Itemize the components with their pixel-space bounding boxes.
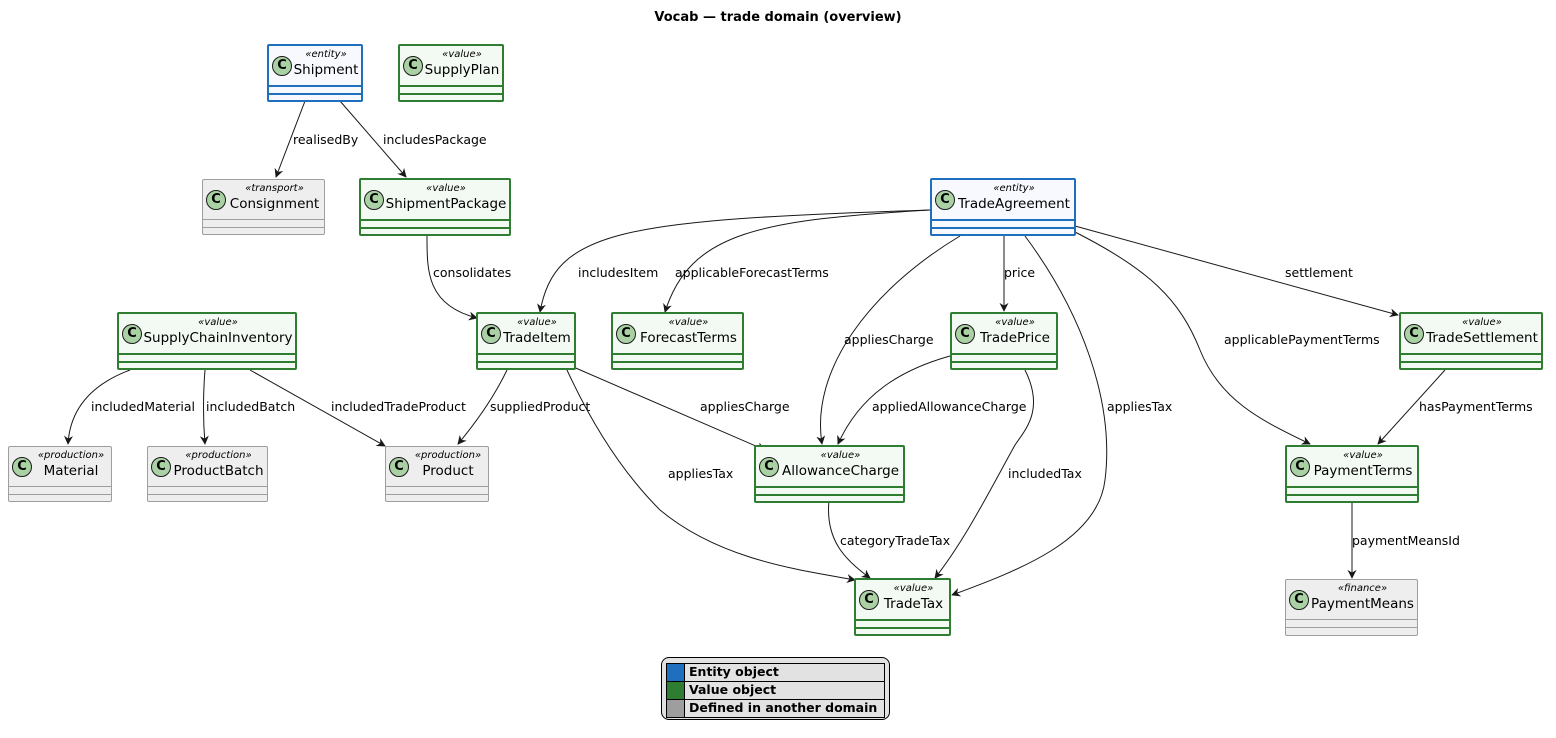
class-c-icon: C [403, 56, 423, 76]
class-shipment[interactable]: C «entity» Shipment [267, 44, 363, 102]
edge-label-included-tax: includedTax [1008, 466, 1082, 481]
edge-label-applicable-forecast-terms: applicableForecastTerms [675, 265, 829, 280]
class-c-icon: C [122, 324, 142, 344]
edge-included-tax [934, 369, 1035, 579]
edge-label-supplied-product: suppliedProduct [490, 399, 591, 414]
edge-includes-item [537, 209, 931, 313]
edge-label-has-payment-terms: hasPaymentTerms [1419, 399, 1533, 414]
legend-row-value: Value object [666, 681, 885, 700]
class-supplychaininventory[interactable]: C «value» SupplyChainInventory [117, 312, 297, 370]
class-tradesettlement[interactable]: C «value» TradeSettlement [1399, 312, 1543, 370]
legend-swatch-entity [667, 664, 685, 681]
edge-label-applies-tax-item: appliesTax [668, 466, 734, 481]
edge-applied-allowance-charge [837, 355, 951, 445]
edge-label-includes-item: includesItem [578, 265, 659, 280]
edge-label-applies-charge-item: appliesCharge [700, 399, 790, 414]
edge-label-includes-package: includesPackage [383, 132, 487, 147]
class-tradeprice[interactable]: C «value» TradePrice [950, 312, 1058, 370]
edge-label-applicable-payment-terms: applicablePaymentTerms [1224, 332, 1380, 347]
edge-included-material [63, 369, 131, 445]
class-consignment[interactable]: C «transport» Consignment [202, 179, 325, 235]
class-c-icon: C [151, 457, 171, 477]
edge-label-price: price [1004, 265, 1036, 280]
legend-row-external: Defined in another domain [666, 699, 885, 718]
diagram-title: Vocab — trade domain (overview) [654, 10, 902, 25]
edge-supplied-product [457, 369, 508, 445]
class-tradetax[interactable]: C «value» TradeTax [854, 578, 951, 636]
class-tradeitem[interactable]: C «value» TradeItem [476, 312, 576, 370]
class-paymentmeans[interactable]: C «finance» PaymentMeans [1285, 579, 1418, 636]
legend-row-entity: Entity object [666, 663, 885, 682]
class-forecastterms[interactable]: C «value» ForecastTerms [611, 312, 744, 370]
class-product[interactable]: C «production» Product [385, 446, 489, 502]
edge-applies-tax-item [566, 369, 856, 583]
class-c-icon: C [759, 457, 779, 477]
class-c-icon: C [616, 324, 636, 344]
class-paymentterms[interactable]: C «value» PaymentTerms [1285, 445, 1419, 503]
class-productbatch[interactable]: C «production» ProductBatch [147, 446, 268, 502]
edge-applies-charge-item [570, 365, 766, 451]
edge-category-trade-tax [828, 499, 871, 579]
class-c-icon: C [272, 56, 292, 76]
edge-has-payment-terms [1377, 369, 1446, 445]
edge-realised-by [274, 100, 306, 178]
legend-swatch-external [667, 700, 685, 717]
edge-label-payment-means-id: paymentMeansId [1352, 533, 1460, 548]
edge-label-applies-charge-agreement: appliesCharge [844, 332, 934, 347]
edge-includes-package [339, 100, 407, 178]
edge-label-included-material: includedMaterial [91, 399, 196, 414]
edge-settlement [1074, 225, 1399, 318]
legend: Entity object Value object Defined in an… [661, 657, 890, 720]
class-c-icon: C [1290, 457, 1310, 477]
legend-swatch-value [667, 682, 685, 699]
edge-label-category-trade-tax: categoryTradeTax [840, 533, 951, 548]
edge-label-settlement: settlement [1285, 265, 1353, 280]
class-c-icon: C [12, 457, 32, 477]
class-supplyplan[interactable]: C «value» SupplyPlan [398, 44, 504, 102]
edge-included-trade-product [249, 369, 386, 447]
edge-included-batch [199, 369, 209, 445]
edge-consolidates [426, 234, 478, 321]
edge-applicable-payment-terms [1074, 231, 1311, 445]
class-c-icon: C [389, 457, 409, 477]
edge-applicable-forecast-terms [663, 209, 931, 313]
edge-label-included-trade-product: includedTradeProduct [331, 399, 466, 414]
edge-label-included-batch: includedBatch [206, 399, 296, 414]
class-c-icon: C [206, 190, 226, 210]
class-material[interactable]: C «production» Material [8, 446, 112, 502]
edge-label-applies-tax-agreement: appliesTax [1107, 399, 1173, 414]
edge-applies-charge-agreement [816, 235, 961, 445]
class-allowancecharge[interactable]: C «value» AllowanceCharge [754, 445, 905, 503]
edge-label-realised-by: realisedBy [293, 132, 359, 147]
class-c-icon: C [955, 324, 975, 344]
edge-applies-tax-agreement [951, 235, 1108, 597]
class-c-icon: C [481, 324, 501, 344]
edge-label-consolidates: consolidates [433, 265, 512, 280]
class-shipmentpackage[interactable]: C «value» ShipmentPackage [359, 178, 511, 236]
class-tradeagreement[interactable]: C «entity» TradeAgreement [930, 178, 1076, 236]
class-c-icon: C [859, 590, 879, 610]
edge-label-applied-allowance-charge: appliedAllowanceCharge [872, 399, 1027, 414]
class-c-icon: C [364, 190, 384, 210]
class-c-icon: C [1404, 324, 1424, 344]
class-c-icon: C [935, 190, 955, 210]
class-c-icon: C [1289, 590, 1309, 610]
